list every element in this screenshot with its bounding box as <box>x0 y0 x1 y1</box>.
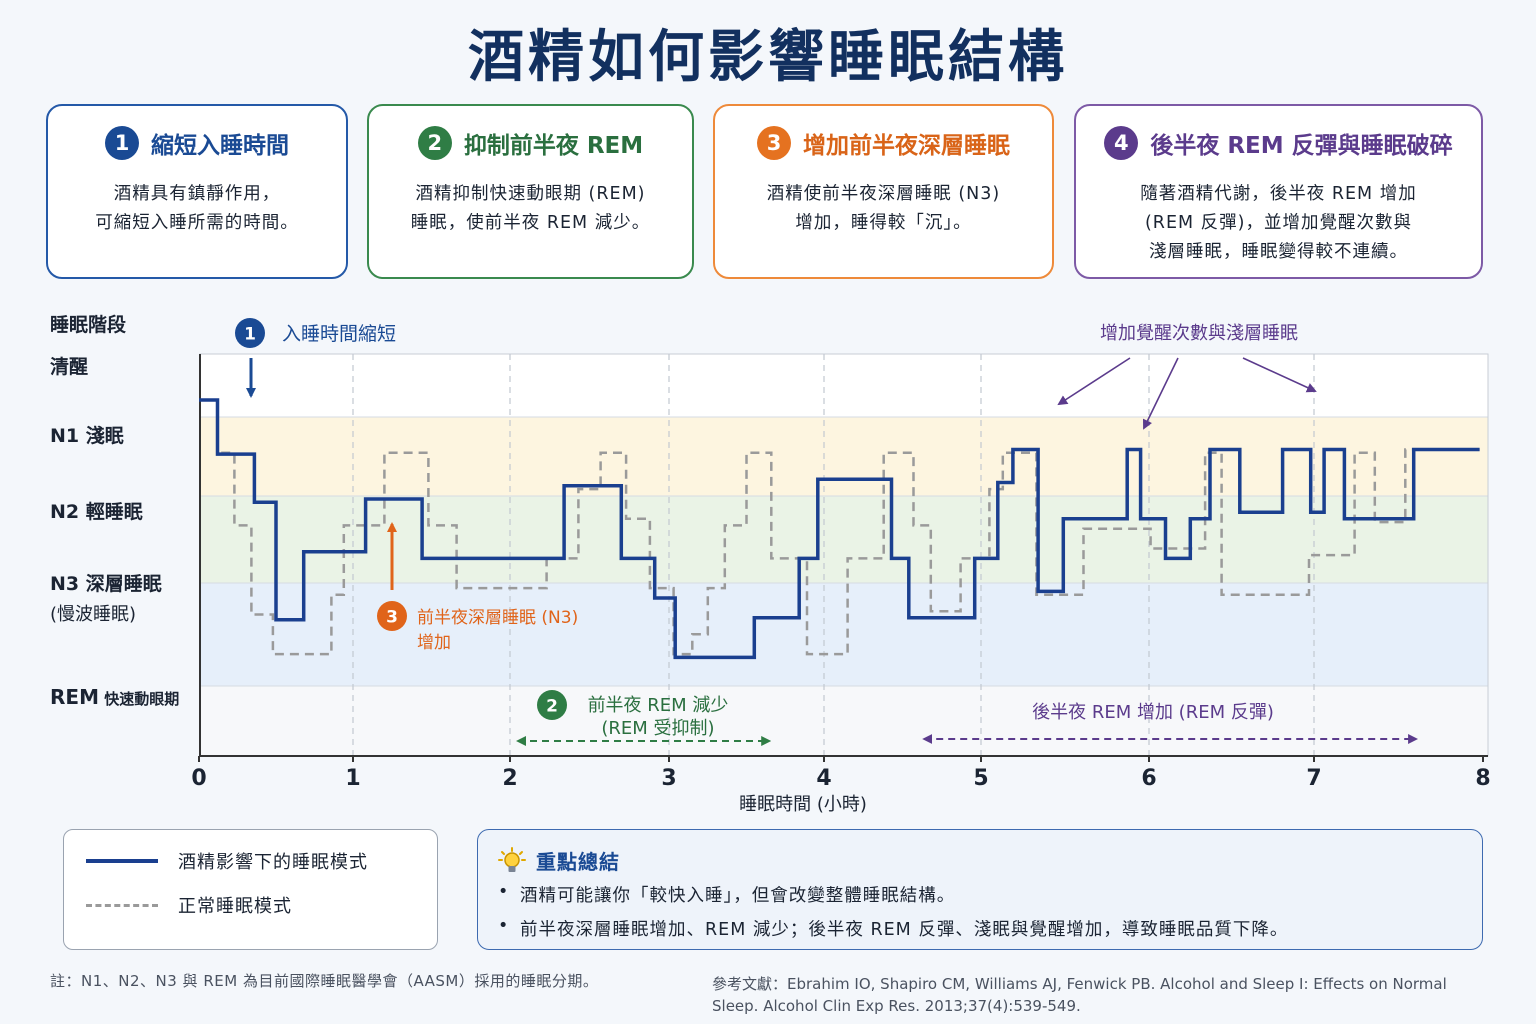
info-card-4: 4 後半夜 REM 反彈與睡眠破碎 隨著酒精代謝，後半夜 REM 增加 (REM… <box>1074 104 1483 279</box>
x-tick-label: 1 <box>345 766 360 791</box>
annotation-badge-3-number: 3 <box>386 608 398 628</box>
card-header: 1 縮短入睡時間 <box>48 126 346 160</box>
summary-header: 重點總結 <box>498 846 620 875</box>
x-tick-label: 7 <box>1306 766 1321 791</box>
annotation-badge-3 <box>377 601 407 631</box>
y-category-label: N2 輕睡眠 <box>50 501 143 523</box>
info-card-2: 2 抑制前半夜 REM 酒精抑制快速動眼期 (REM) 睡眠，使前半夜 REM … <box>367 104 694 279</box>
card-body: 隨著酒精代謝，後半夜 REM 增加 (REM 反彈)，並增加覺醒次數與 淺層睡眠… <box>1140 184 1417 262</box>
series-line-alcohol <box>199 398 1480 660</box>
x-tick-label: 3 <box>661 766 676 791</box>
legend-item-normal: 正常睡眠模式 <box>86 892 292 918</box>
annotation-badge-2 <box>537 690 567 720</box>
annotation-arrow-awakenings <box>1242 357 1317 393</box>
number-badge: 1 <box>105 126 139 160</box>
info-card-3: 3 增加前半夜深層睡眠 酒精使前半夜深層睡眠 (N3) 增加，睡得較「沉」。 <box>713 104 1054 279</box>
footnote: 註：N1、N2、N3 與 REM 為目前國際睡眠醫學會（AASM）採用的睡眠分期… <box>50 972 599 990</box>
card-title: 增加前半夜深層睡眠 <box>803 133 1010 159</box>
summary-title: 重點總結 <box>536 850 620 874</box>
card-header: 4 後半夜 REM 反彈與睡眠破碎 <box>1076 126 1481 160</box>
x-tick-label: 2 <box>502 766 517 791</box>
legend: 酒精影響下的睡眠模式 正常睡眠模式 <box>63 829 438 950</box>
annotation-badge-2-number: 2 <box>546 697 558 717</box>
band-rem <box>200 686 1488 756</box>
y-axis-label: 睡眠階段 <box>50 313 127 336</box>
x-tick-label: 6 <box>1141 766 1156 791</box>
card-header: 3 增加前半夜深層睡眠 <box>715 126 1052 160</box>
y-category-label: N1 淺眠 <box>50 424 124 447</box>
x-tick-label: 0 <box>191 766 206 791</box>
y-category-sublabel: (慢波睡眠) <box>50 604 136 625</box>
x-tick-label: 4 <box>816 766 831 791</box>
annotation-text-3: 前半夜深層睡眠 (N3) <box>417 608 578 628</box>
summary-item: 酒精可能讓你「較快入睡」，但會改變整體睡眠結構。 <box>498 882 955 907</box>
y-category-label: REM 快速動眼期 <box>50 685 179 709</box>
legend-swatch-dashed <box>86 903 158 907</box>
annotation-text-1: 入睡時間縮短 <box>282 323 396 345</box>
legend-item-alcohol: 酒精影響下的睡眠模式 <box>86 848 368 874</box>
legend-label: 正常睡眠模式 <box>178 896 292 917</box>
card-title: 縮短入睡時間 <box>151 133 289 159</box>
y-category-label: N3 深層睡眠 <box>50 572 162 595</box>
annotation-text-awakenings: 增加覺醒次數與淺層睡眠 <box>1100 323 1298 344</box>
page-title: 酒精如何影響睡眠結構 <box>468 25 1068 90</box>
annotation-badge-1 <box>235 318 265 348</box>
annotation-text-3b: 增加 <box>417 633 451 653</box>
card-body: 酒精具有鎮靜作用， 可縮短入睡所需的時間。 <box>95 184 299 233</box>
lightbulb-icon <box>498 846 526 872</box>
band-n1 <box>200 417 1488 496</box>
reference: 參考文獻：Ebrahim IO, Shapiro CM, Williams AJ… <box>712 975 1447 1015</box>
summary-panel: 重點總結 酒精可能讓你「較快入睡」，但會改變整體睡眠結構。 前半夜深層睡眠增加、… <box>477 829 1483 950</box>
y-category-label: 清醒 <box>50 355 88 378</box>
annotation-text-2: 前半夜 REM 減少 <box>588 695 729 716</box>
annotation-badge-1-number: 1 <box>244 325 256 345</box>
x-axis-label: 睡眠時間 (小時) <box>739 794 867 815</box>
number-badge: 2 <box>417 126 452 160</box>
y-category-sub: 快速動眼期 <box>99 690 179 708</box>
number-badge: 3 <box>757 126 791 160</box>
card-title: 後半夜 REM 反彈與睡眠破碎 <box>1150 133 1453 159</box>
info-card-1: 1 縮短入睡時間 酒精具有鎮靜作用， 可縮短入睡所需的時間。 <box>46 104 348 279</box>
card-body: 酒精使前半夜深層睡眠 (N3) 增加，睡得較「沉」。 <box>766 184 1001 233</box>
y-category-main: REM <box>50 685 99 709</box>
legend-label: 酒精影響下的睡眠模式 <box>178 852 368 873</box>
annotation-text-2b: (REM 受抑制) <box>601 718 714 739</box>
band-wake <box>200 354 1488 417</box>
number-badge: 4 <box>1104 126 1139 160</box>
card-header: 2 抑制前半夜 REM <box>369 126 692 160</box>
annotation-text-rebound: 後半夜 REM 增加 (REM 反彈) <box>1032 702 1274 723</box>
card-title: 抑制前半夜 REM <box>463 133 644 159</box>
legend-swatch-solid <box>86 859 158 863</box>
x-tick-label: 5 <box>973 766 988 791</box>
x-tick-label: 8 <box>1475 766 1490 791</box>
band-n3 <box>200 583 1488 686</box>
annotation-arrow-awakenings <box>1142 357 1179 430</box>
annotation-arrow-awakenings <box>1057 357 1131 406</box>
card-body: 酒精抑制快速動眼期 (REM) 睡眠，使前半夜 REM 減少。 <box>410 184 651 233</box>
summary-item: 前半夜深層睡眠增加、REM 減少；後半夜 REM 反彈、淺眠與覺醒增加，導致睡眠… <box>498 916 1288 941</box>
